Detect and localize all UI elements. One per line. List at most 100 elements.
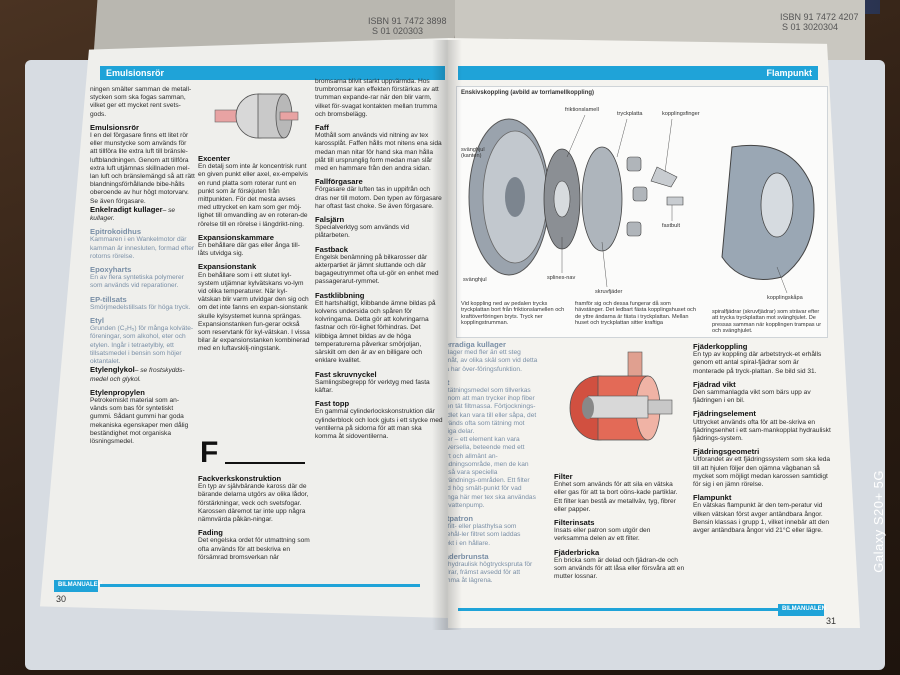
entry-text: Smörjmedelstillsats för höga tryck.	[90, 303, 191, 311]
entry-heading: Fjädringsgeometri	[693, 447, 760, 457]
left-footer-line	[100, 584, 420, 587]
right-column-1: Flerradiga kullagerEtt lager med fler än…	[448, 336, 538, 586]
left-header-title: Emulsionsrör	[106, 68, 165, 78]
entry-heading: Faff	[315, 123, 329, 133]
entry-text: – se frostskydds-medel och glykol.	[90, 367, 185, 383]
entry-heading: Fjäderkoppling	[693, 342, 748, 351]
entry-heading: Etylenglykol	[90, 365, 135, 375]
label-svanghjul: svänghjul	[463, 277, 487, 283]
entry-text: Grunden (C₂H₅) för många kolväte-förenin…	[90, 325, 194, 366]
entry-text: – se kullager.	[90, 206, 176, 223]
entry-text: Engelsk benämning på bilkarosser där akt…	[315, 253, 439, 286]
entry-text: Det engelska ordet för utmattning som of…	[198, 537, 310, 561]
entry-heading: Fast topp	[315, 399, 350, 409]
entry-text: En behållare som i ett slutet kyl-system…	[198, 271, 310, 353]
entry-text: En typ av självbärande kaross där de bär…	[198, 483, 309, 524]
left-column-3: bromsarna blivit starkt uppvärmda. Hos t…	[315, 78, 443, 441]
entry-text: Uttrycket används ofta för att be-skriva…	[693, 418, 831, 443]
label-tryckplatta: tryckplatta	[617, 111, 643, 117]
entry-text: En detalj som inte är koncentrisk runt e…	[198, 163, 308, 228]
entry-text: En bricka som är delad och fjädran-de oc…	[554, 556, 685, 581]
label-kopplingsfinger: kopplingsfinger	[662, 111, 700, 117]
entry-text: Specialverktyg som används vid plåtarbet…	[315, 224, 410, 240]
label-kopplingskapa: kopplingskåpa	[767, 295, 803, 301]
left-footer-logo: BILMANUALEN	[54, 580, 102, 592]
entry-heading: Etylenpropylen	[90, 387, 145, 397]
entry-heading: Filter	[554, 472, 573, 481]
clutch-exploded-view	[468, 114, 815, 294]
right-footer-logo: BILMANUALEN	[778, 604, 826, 616]
entry-text: Ett hartshaltigt, klibbande ämne bildas …	[315, 299, 436, 365]
entry-heading: Filt	[448, 378, 538, 387]
entry-heading: Filterinsats	[554, 518, 595, 528]
entry-heading: Expansionstank	[198, 262, 257, 272]
label-fastbult: fastbult	[662, 223, 681, 229]
entry-text: Filter – ett element kan vara universell…	[448, 436, 536, 509]
entry-text: I en del förgasare finns ett litet rör e…	[90, 132, 195, 205]
entry-text: En gammal cylinderlockskonstruktion där …	[315, 408, 443, 440]
left-column-1: ningen smälter samman de metall-stycken …	[90, 86, 195, 446]
entry-heading: Fjädrad vikt	[693, 379, 736, 389]
entry-heading: Flerradiga kullager	[448, 340, 506, 349]
isbn-left: ISBN 91 7472 3898	[368, 16, 447, 26]
entry-heading: Falsjärn	[315, 215, 345, 225]
book-gutter	[432, 40, 462, 630]
entry-text: En filt- eller plasthylsa som innehål-le…	[448, 523, 521, 547]
left-header-bar: Emulsionsrör	[100, 66, 445, 80]
entry-text: Ett tätningsmedel som tillverkas ge-nom …	[448, 387, 537, 436]
section-rule	[225, 462, 305, 464]
left-page-number: 30	[56, 594, 67, 604]
entry-text: En hydraulisk högtryckspruta för fjädrar…	[448, 561, 533, 585]
diagram-caption-1: Vid koppling ned av pedalen trycks tryck…	[461, 301, 565, 327]
entry-text: Den sammanlagda vikt som bärs upp av fjä…	[693, 389, 811, 405]
isbn-right-code: S 01 3020304	[782, 22, 839, 32]
diagram-caption-2: framför sig och dessa fungerar då som hä…	[575, 301, 696, 327]
entry-heading: Excenter	[198, 154, 231, 163]
entry-text: Förgasare där luften tas in uppifrån och…	[315, 186, 442, 210]
entry-heading: Flampunkt	[693, 493, 732, 503]
right-header-bar: Flampunkt	[458, 66, 818, 80]
label-splines-nav: splines-nav	[547, 275, 576, 281]
entry-heading: EP-tillsats	[90, 294, 127, 304]
entry-text: Enhet som används för att sila en vätska…	[554, 481, 678, 513]
eccentric-illustration	[214, 93, 299, 139]
entry-text: En av flera syntetiska polymerer som anv…	[90, 274, 184, 290]
label-friktionslamell: friktionslamell	[565, 107, 599, 113]
diagram-title: Enskivskoppling (avbild av torrlamellkop…	[461, 90, 595, 96]
entry-heading: Epoxyharts	[90, 265, 132, 275]
entry-heading: Fastback	[315, 244, 348, 254]
entry-text: Kammaren i en Wankelmotor där kamman är …	[90, 236, 195, 260]
entry-heading: Fastklibbning	[315, 290, 365, 300]
entry-text: ningen smälter samman de metall-stycken …	[90, 86, 192, 118]
entry-text: Samlingsbegrepp för verktyg med fasta kä…	[315, 378, 430, 394]
entry-text: Insats eller patron som utgör den verksa…	[554, 527, 651, 543]
entry-heading: Enkelradigt kullager	[90, 204, 163, 214]
filter-illustration	[569, 351, 673, 441]
entry-heading: Fallförgasare	[315, 177, 363, 187]
clutch-diagram: Enskivskoppling (avbild av torrlamellkop…	[456, 86, 828, 338]
section-letter: F	[200, 436, 219, 469]
isbn-left-code: S 01 020303	[372, 26, 424, 36]
entry-heading: Emulsionsrör	[90, 122, 139, 132]
entry-heading: Epitrokoidhus	[90, 227, 142, 237]
entry-text: Ett lager med fler än ett steg framåt, a…	[448, 349, 538, 373]
entry-heading: Fast skruvnyckel	[315, 369, 377, 379]
entry-heading: Etyl	[90, 316, 104, 326]
camera-watermark: Galaxy S20+ 5G	[871, 470, 886, 573]
entry-text: Mothåll som används vid nitning av tex k…	[315, 132, 442, 173]
entry-heading: Fading	[198, 528, 223, 538]
entry-heading: Fjäderbricka	[554, 547, 600, 557]
label-skruvfjader: skruvfjäder	[595, 289, 623, 295]
entry-heading: Fjäderbrunsta	[448, 551, 489, 561]
label-svanghjul-left: svänghjul (kanten)	[461, 147, 485, 160]
right-page: Flampunkt Enskivskoppling (avbild av tor…	[448, 38, 860, 628]
entry-text: Utforandet av ett fjädringssystem som sk…	[693, 456, 831, 489]
isbn-right: ISBN 91 7472 4207	[780, 12, 859, 22]
entry-text: En typ av koppling där arbetstryck-et er…	[693, 351, 822, 375]
entry-text: bromsarna blivit starkt uppvärmda. Hos t…	[315, 78, 439, 118]
entry-text: Petrokemiskt material som an-vänds som b…	[90, 396, 189, 445]
